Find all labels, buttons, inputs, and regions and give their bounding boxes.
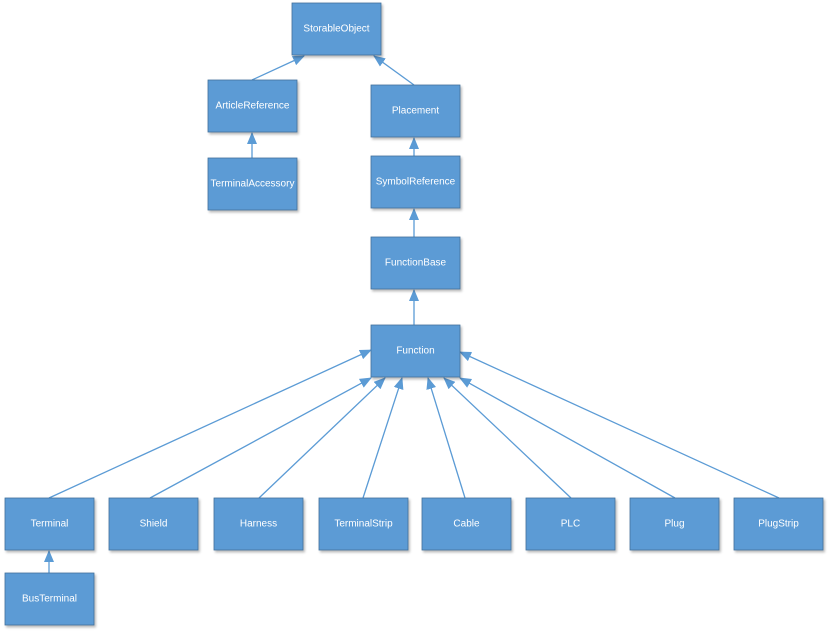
node-box [370,84,461,138]
node-box [733,497,824,551]
node-harness[interactable]: Harness [213,497,304,551]
node-bus-terminal[interactable]: BusTerminal [4,572,95,626]
node-label: Shield [140,519,168,530]
node-label: TerminalStrip [334,519,393,530]
node-box [318,497,409,551]
node-function-base[interactable]: FunctionBase [370,236,461,290]
node-terminal[interactable]: Terminal [4,497,95,551]
node-shield[interactable]: Shield [108,497,199,551]
edge-article-reference-to-storable-object [251,55,305,81]
edge-harness-to-function [258,377,386,499]
node-label: Harness [240,519,277,530]
node-box [4,497,95,551]
node-box [213,497,304,551]
edge-plug-strip-to-function [459,351,780,499]
edge-terminal-strip-to-function [362,377,404,499]
node-box [370,155,461,209]
node-label: Cable [453,519,480,530]
node-label: StorableObject [303,24,369,35]
node-cable[interactable]: Cable [421,497,512,551]
node-article-reference[interactable]: ArticleReference [207,79,298,133]
node-symbol-reference[interactable]: SymbolReference [370,155,461,209]
node-box [370,324,461,378]
node-function[interactable]: Function [370,324,461,378]
node-label: FunctionBase [385,258,447,269]
node-placement[interactable]: Placement [370,84,461,138]
node-box [370,236,461,290]
node-box [525,497,616,551]
edges-layer [44,55,780,573]
node-box [108,497,199,551]
node-label: Function [396,346,434,357]
node-box [207,157,298,211]
edge-plc-to-function [443,377,572,499]
edge-cable-to-function [426,377,466,499]
node-terminal-strip[interactable]: TerminalStrip [318,497,409,551]
node-plug[interactable]: Plug [629,497,720,551]
node-label: SymbolReference [376,177,456,188]
node-plug-strip[interactable]: PlugStrip [733,497,824,551]
node-storable-object[interactable]: StorableObject [291,2,382,56]
node-plc[interactable]: PLC [525,497,616,551]
node-box [629,497,720,551]
node-label: TerminalAccessory [211,179,295,190]
node-label: Terminal [31,519,69,530]
node-label: BusTerminal [22,594,77,605]
node-box [421,497,512,551]
node-label: PlugStrip [758,519,799,530]
node-terminal-accessory[interactable]: TerminalAccessory [207,157,298,211]
node-box [291,2,382,56]
node-label: ArticleReference [216,101,290,112]
node-box [4,572,95,626]
node-box [207,79,298,133]
node-label: Placement [392,106,439,117]
edge-plug-to-function [459,377,676,499]
node-label: PLC [561,519,580,530]
edge-terminal-to-function [48,349,372,499]
edge-placement-to-storable-object [373,55,415,86]
edge-shield-to-function [149,377,372,499]
node-label: Plug [664,519,684,530]
